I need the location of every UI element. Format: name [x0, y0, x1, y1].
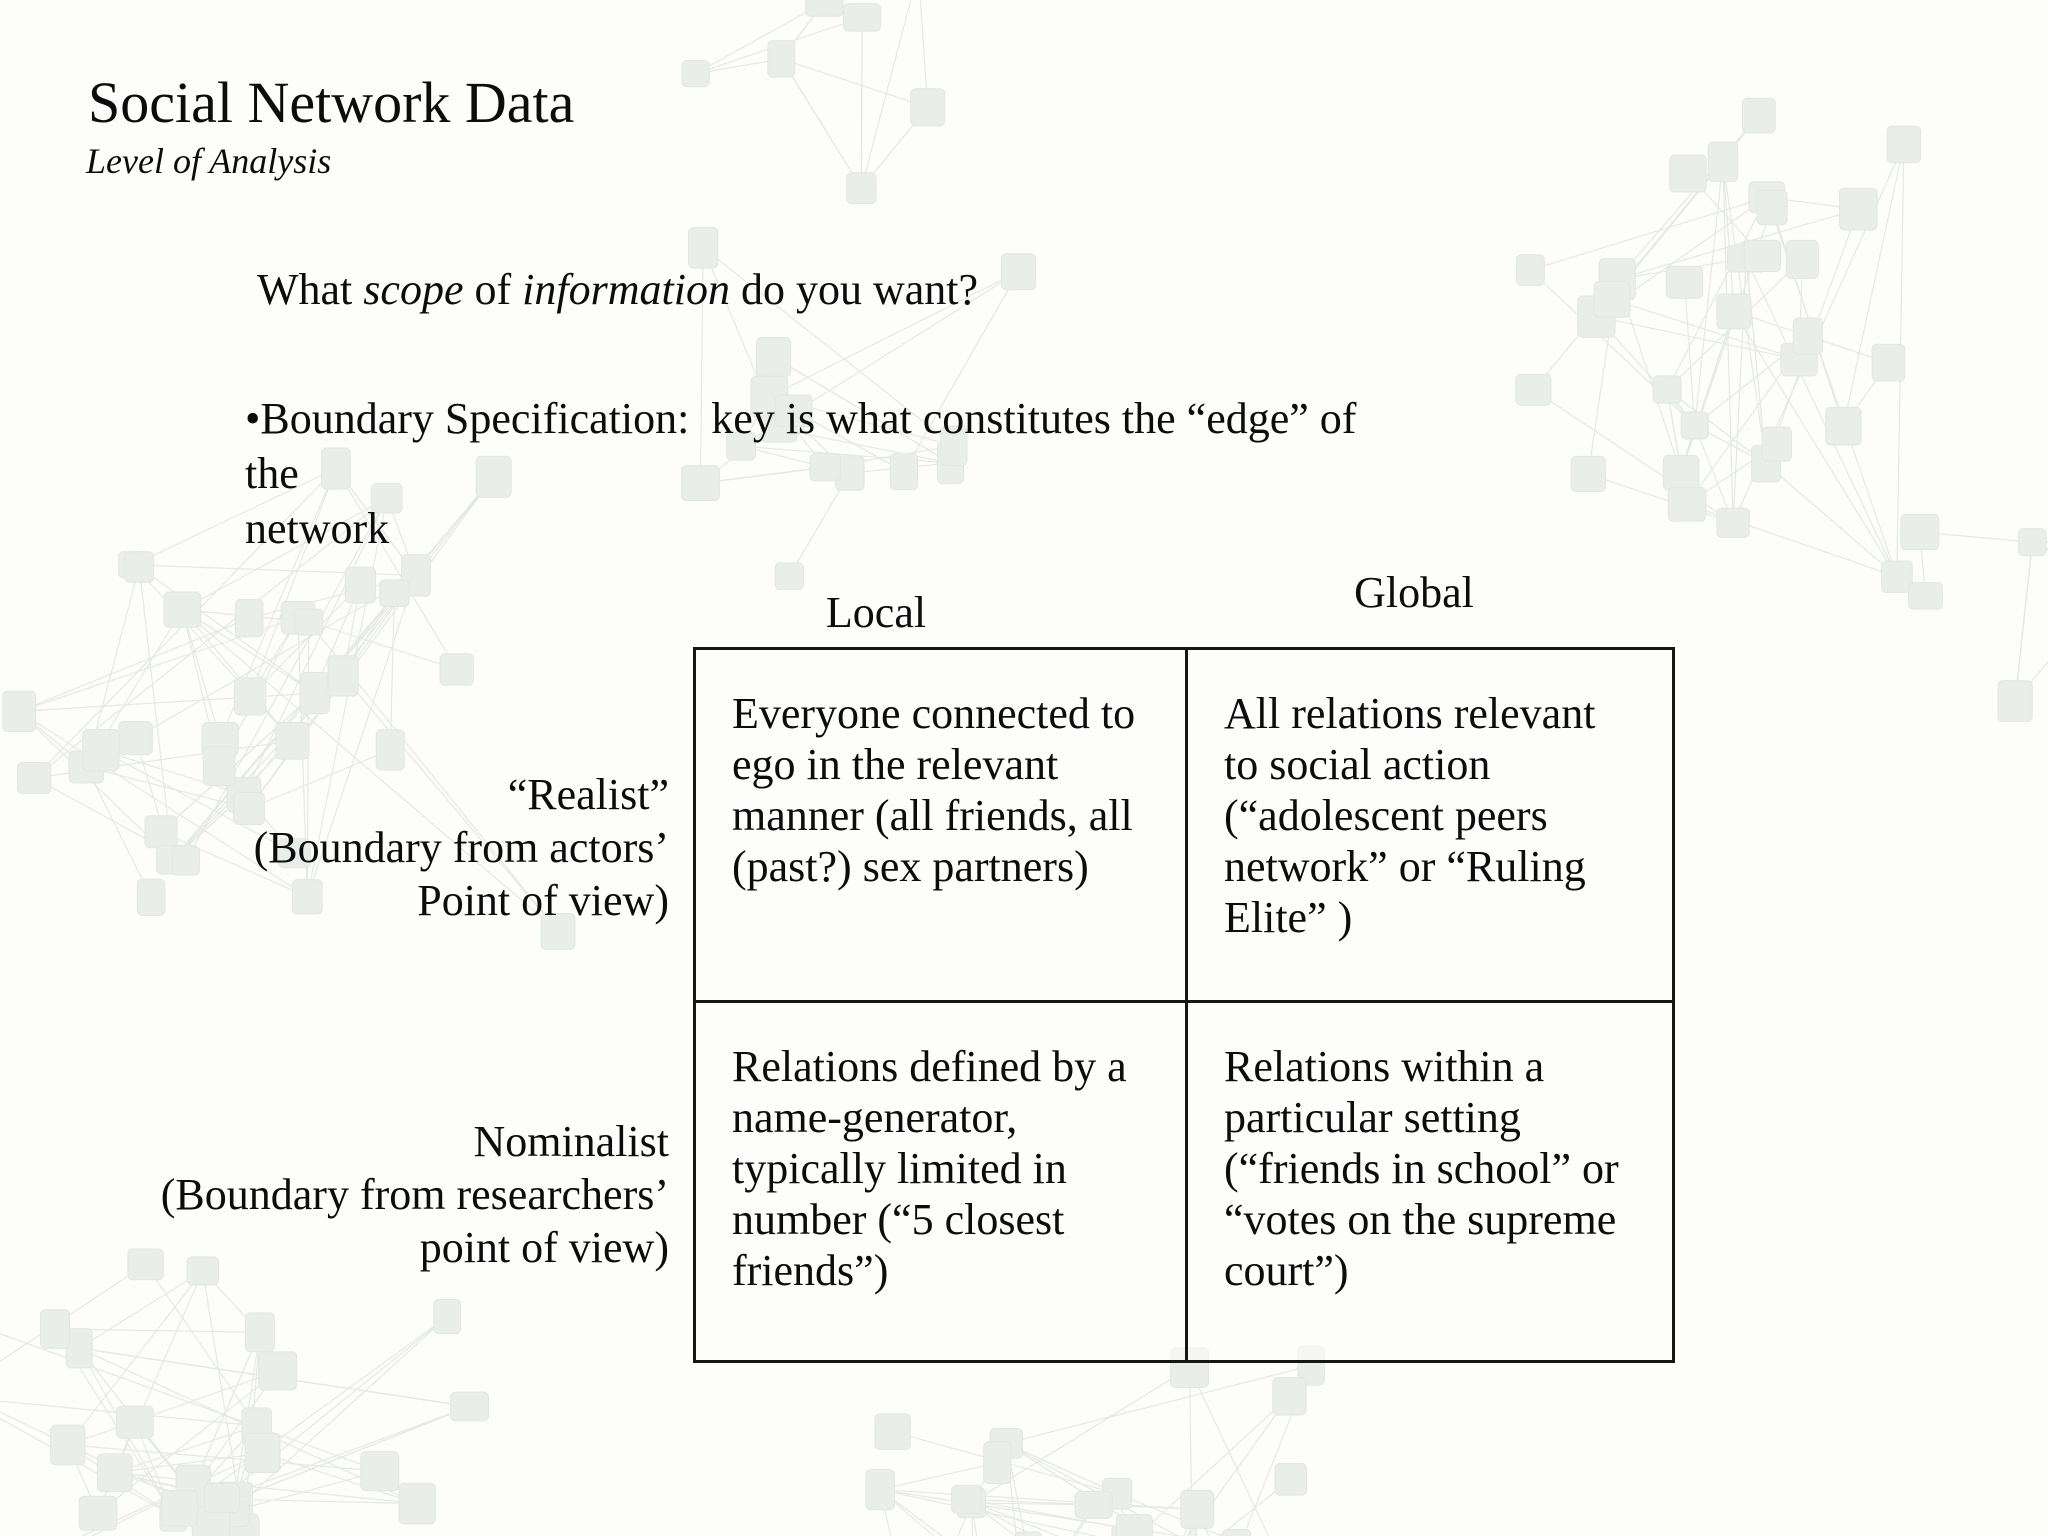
question-text: What scope of information do you want?	[257, 265, 978, 314]
analysis-table: Everyone connected to ego in the relevan…	[693, 647, 1675, 1363]
row-header-realist: “Realist” (Boundary from actors’ Point o…	[253, 770, 669, 925]
column-header-global: Global	[1354, 568, 1474, 617]
slide-title: Social Network Data	[88, 70, 575, 135]
row-header-nominalist: Nominalist (Boundary from researchers’ p…	[160, 1117, 669, 1272]
column-header-local: Local	[825, 588, 927, 637]
slide-subtitle: Level of Analysis	[86, 141, 332, 181]
cell-nominalist-local: Relations defined by a name-generator, t…	[696, 1003, 1188, 1360]
cell-realist-global: All relations relevant to social action …	[1188, 650, 1672, 1003]
cell-nominalist-global: Relations within a particular setting (“…	[1224, 1042, 1619, 1296]
bullet-text: •Boundary Specification: key is what con…	[245, 394, 1357, 553]
cell-realist-local: Everyone connected to ego in the relevan…	[696, 650, 1188, 1003]
